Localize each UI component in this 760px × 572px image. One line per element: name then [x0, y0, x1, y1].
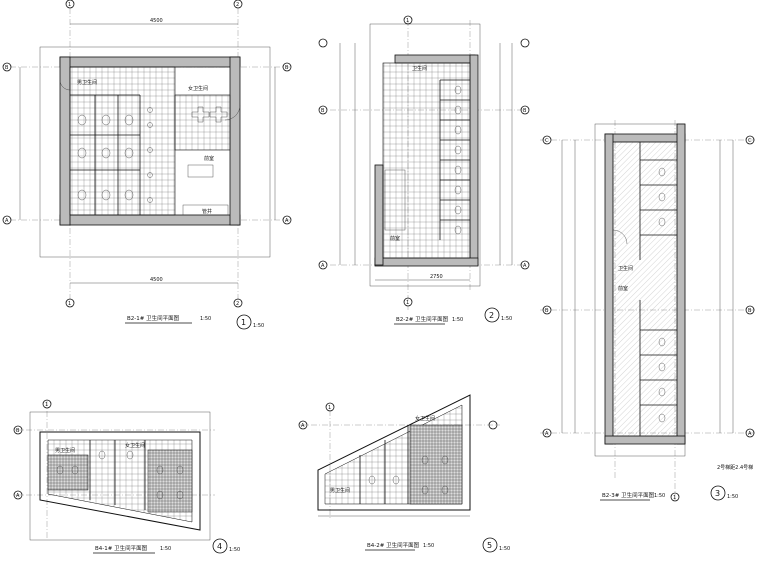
dim-bottom-1: 4500 [150, 277, 163, 283]
room-label-1d: 管井 [202, 208, 212, 215]
d3-axis-b-left: B [545, 308, 549, 314]
plan-drawing-2: 1 1 B A B A 卫生间 前室 [318, 15, 530, 325]
drawing-5-scale-small: 1:50 [499, 546, 510, 552]
plan-drawing-3: C B A C B A 1 卫生间 前室 2号梯距2 [540, 120, 755, 502]
drawing-2-scale: 1:50 [452, 317, 463, 323]
d3-axis-c-left: C [545, 138, 549, 144]
d2-axis-a-right: A [523, 263, 527, 269]
drawing-4-scale: 1:50 [160, 546, 171, 552]
d5-axis-a: A [301, 423, 305, 429]
drawing-3-scale-small: 1:50 [727, 494, 738, 500]
d3-axis-a-left: A [545, 431, 549, 437]
d2-room-b: 前室 [390, 235, 400, 242]
axis-b-right-label: B [285, 65, 289, 71]
drawing-1-title: B2-1# 卫生间平面图 [127, 314, 180, 322]
axis-1-top-label: 1 [68, 2, 71, 8]
drawing-3-number: 3 [715, 489, 720, 498]
room-label-1c: 前室 [204, 155, 214, 162]
axis-b-left-label: B [5, 65, 9, 71]
d5-room-a: 男卫生间 [330, 487, 350, 494]
drawing-2-title: B2-2# 卫生间平面图 [396, 315, 449, 323]
drawing-5-scale: 1:50 [423, 543, 434, 549]
drawing-3-scale: 1:50 [654, 493, 665, 499]
d4-axis-b: B [16, 428, 20, 434]
d2-dim-bottom: 2750 [430, 274, 443, 280]
drawing-2-scale-small: 1:50 [501, 316, 512, 322]
d4-room-b: 女卫生间 [125, 442, 145, 449]
axis-a-right-label: A [285, 218, 289, 224]
drawing-1-scale-small: 1:50 [253, 323, 264, 329]
axis-2-bottom-label: 2 [236, 301, 239, 307]
drawing-1-number: 1 [241, 318, 246, 327]
drawing-4-title: B4-1# 卫生间平面图 [95, 544, 148, 552]
plan-drawing-5: 1 A 男卫生间 女卫生间 B4-2# 卫生间平面图 1:50 5 1:50 [298, 394, 510, 553]
d5-axis-1: 1 [328, 405, 331, 411]
d2-axis-1-bottom: 1 [406, 300, 409, 306]
drawing-3-title: B2-3# 卫生间平面图 [602, 491, 655, 499]
room-label-1b: 女卫生间 [188, 85, 208, 92]
axis-a-left-label: A [5, 218, 9, 224]
d3-note: 2号梯距2.4号梯 [717, 464, 753, 471]
d2-axis-1-top: 1 [406, 18, 409, 24]
d4-axis-1: 1 [45, 402, 48, 408]
d2-axis-b-right: B [523, 108, 527, 114]
d3-room-a: 卫生间 [618, 265, 633, 272]
d4-axis-a: A [16, 493, 20, 499]
drawing-2-number: 2 [489, 311, 494, 320]
d2-axis-a-left: A [321, 263, 325, 269]
drawing-4-number: 4 [217, 542, 222, 551]
d3-axis-1-bottom: 1 [673, 495, 676, 501]
d3-axis-b-right: B [748, 308, 752, 314]
d4-room-a: 男卫生间 [55, 447, 75, 454]
d3-axis-a-right: A [748, 431, 752, 437]
plan-drawing-4: 1 B A 男卫生间 女卫生间 B4-1# 卫生间平面图 1:50 4 1:50 [13, 399, 240, 554]
drawing-4-scale-small: 1:50 [229, 547, 240, 553]
axis-1-bottom-label: 1 [68, 301, 71, 307]
axis-2-top-label: 2 [236, 2, 239, 8]
d2-axis-b-left: B [321, 108, 325, 114]
plan-drawing-1: 1 2 1 2 B A B A 4500 4500 [2, 0, 292, 330]
drawing-5-title: B4-2# 卫生间平面图 [367, 541, 420, 549]
d3-room-b: 前室 [618, 285, 628, 292]
d2-room-a: 卫生间 [412, 65, 427, 72]
room-label-1a: 男卫生间 [77, 79, 97, 86]
drawing-1-scale: 1:50 [200, 316, 211, 322]
dim-top-1: 4500 [150, 18, 163, 24]
d3-axis-c-right: C [748, 138, 752, 144]
drawing-5-number: 5 [487, 541, 492, 550]
d5-room-b: 女卫生间 [415, 415, 435, 422]
